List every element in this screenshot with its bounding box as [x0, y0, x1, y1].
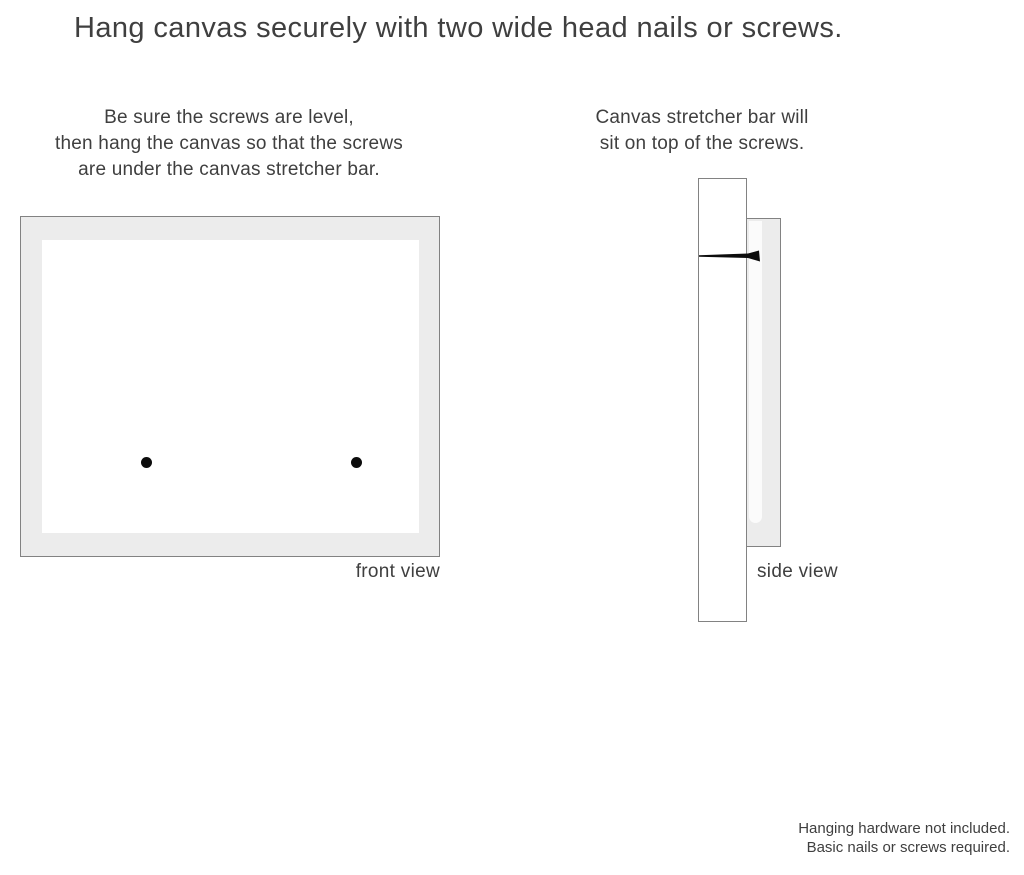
- instruction-line: then hang the canvas so that the screws: [55, 133, 403, 154]
- nail-side-icon: [699, 250, 760, 262]
- nail-head-right-icon: [351, 457, 362, 468]
- side-view-stretcher-bar: [698, 178, 747, 622]
- instruction-line: sit on top of the screws.: [599, 133, 805, 154]
- side-view-canvas-profile: [745, 218, 781, 547]
- instruction-line: are under the canvas stretcher bar.: [78, 159, 380, 180]
- front-view-instructions: Be sure the screws are level, then hang …: [18, 105, 440, 183]
- side-view-label: side view: [757, 561, 838, 582]
- front-view-label: front view: [355, 561, 440, 582]
- front-view-canvas-frame: [20, 216, 440, 557]
- instruction-line: Be sure the screws are level,: [104, 107, 354, 128]
- page-title: Hang canvas securely with two wide head …: [74, 12, 843, 44]
- front-view-canvas-inner: [42, 240, 419, 533]
- side-view-canvas-highlight: [749, 221, 762, 523]
- disclaimer-line: Hanging hardware not included.: [798, 820, 1010, 837]
- hardware-disclaimer: Hanging hardware not included. Basic nai…: [698, 819, 1010, 857]
- side-view-instructions: Canvas stretcher bar will sit on top of …: [560, 105, 844, 157]
- instruction-line: Canvas stretcher bar will: [595, 107, 809, 128]
- disclaimer-line: Basic nails or screws required.: [806, 839, 1010, 856]
- nail-head-left-icon: [141, 457, 152, 468]
